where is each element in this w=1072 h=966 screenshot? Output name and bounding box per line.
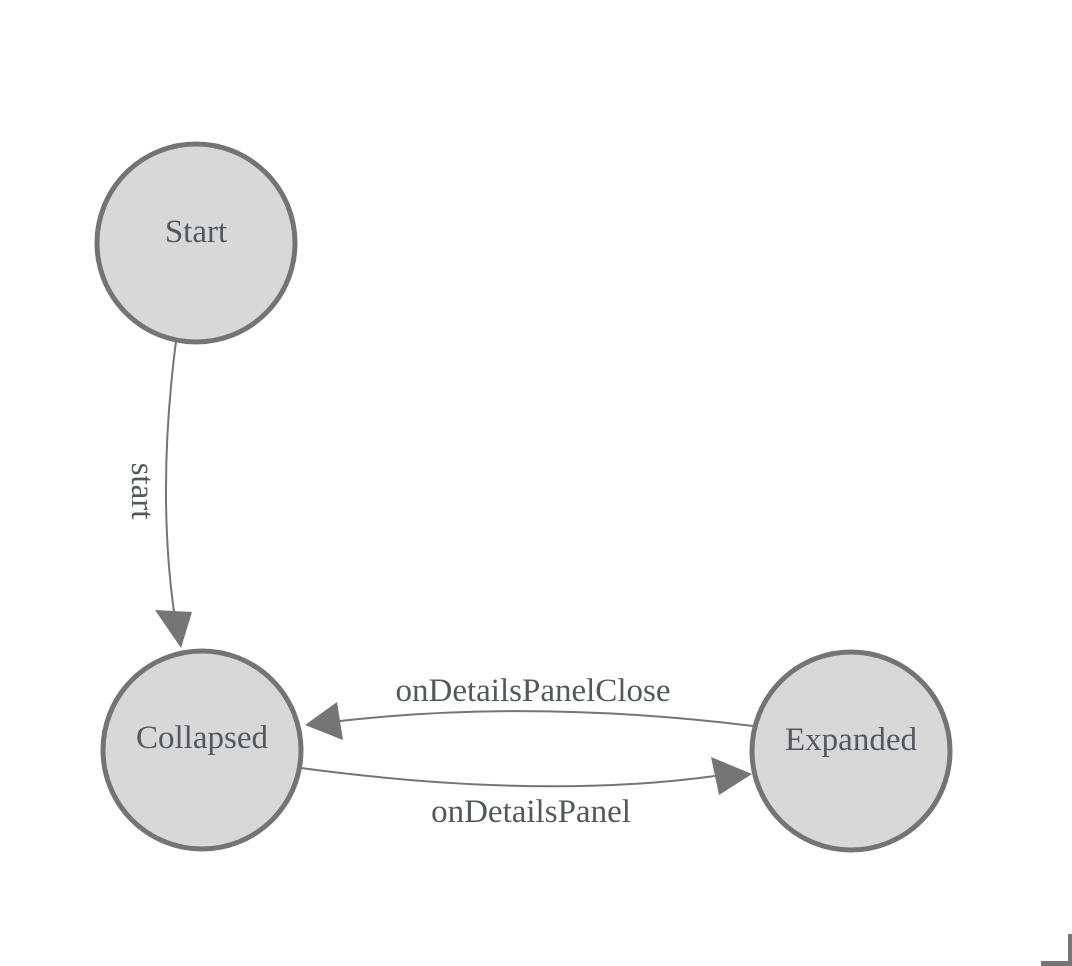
transition-label-ondetailspanel: onDetailsPanel bbox=[431, 794, 631, 830]
transition-label-start: start bbox=[124, 463, 160, 520]
edge-line bbox=[339, 710, 754, 727]
edge-arrowhead-icon bbox=[155, 610, 192, 648]
state-node-expanded-label: Expanded bbox=[785, 722, 917, 758]
state-node-collapsed-label: Collapsed bbox=[136, 720, 268, 756]
edge-arrowhead-icon bbox=[305, 702, 343, 740]
state-node-start-circle[interactable] bbox=[94, 141, 298, 345]
transition-start-to-collapsed: start bbox=[124, 340, 192, 648]
transition-collapsed-to-expanded: onDetailsPanel bbox=[300, 757, 752, 830]
state-node-collapsed[interactable]: Collapsed bbox=[100, 648, 304, 852]
state-node-expanded[interactable]: Expanded bbox=[749, 649, 953, 853]
edge-line bbox=[300, 767, 716, 788]
state-node-start-label: Start bbox=[165, 214, 227, 250]
transition-expanded-to-collapsed: onDetailsPanelClose bbox=[305, 673, 754, 740]
transition-label-ondetailspanelclose: onDetailsPanelClose bbox=[396, 673, 671, 709]
state-node-start[interactable]: Start bbox=[94, 141, 298, 345]
resize-corner-handle[interactable] bbox=[1041, 934, 1072, 966]
edge-arrowhead-icon bbox=[711, 757, 752, 795]
edge-line bbox=[164, 340, 177, 613]
resize-corner-horizontal-bar bbox=[1041, 961, 1072, 966]
state-node-collapsed-circle[interactable] bbox=[100, 648, 304, 852]
state-node-expanded-circle[interactable] bbox=[749, 649, 953, 853]
resize-corner-vertical-bar bbox=[1068, 934, 1072, 966]
